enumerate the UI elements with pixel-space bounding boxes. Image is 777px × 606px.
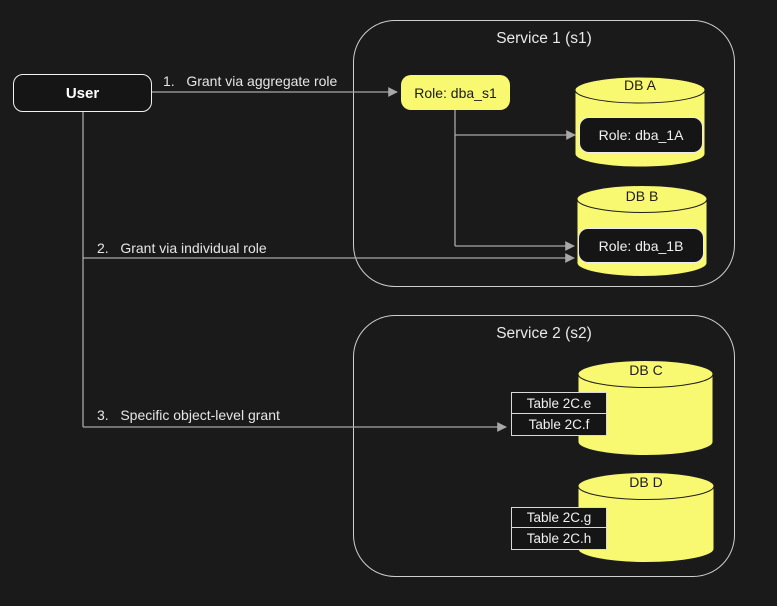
edge-label-1: 1. Grant via aggregate role — [163, 73, 338, 89]
table-2ce-node: Table 2C.e — [511, 392, 607, 414]
aggregate-role-label: Role: dba_s1 — [414, 84, 497, 101]
edge-label-3: 3. Specific object-level grant — [97, 407, 280, 423]
db-a-label: DB A — [624, 77, 656, 93]
table-2ch-node: Table 2C.h — [511, 527, 607, 550]
service1-title: Service 1 (s1) — [496, 30, 592, 47]
db-c-label: DB C — [629, 362, 663, 378]
role-dba-1a-label: Role: dba_1A — [598, 127, 684, 143]
table-2cf-node: Table 2C.f — [511, 413, 607, 436]
role-dba-1b-node: Role: dba_1B — [578, 228, 704, 263]
table-2cg-node: Table 2C.g — [511, 507, 607, 528]
service2-title: Service 2 (s2) — [496, 325, 592, 342]
role-dba-1b-label: Role: dba_1B — [598, 237, 684, 254]
role-dba-1a-node: Role: dba_1A — [579, 117, 703, 153]
service2-group: Service 2 (s2) — [353, 315, 735, 577]
aggregate-role-node: Role: dba_s1 — [401, 75, 510, 110]
db-d-label: DB D — [629, 474, 663, 490]
user-node: User — [13, 74, 152, 112]
db-b-label: DB B — [625, 188, 659, 204]
service1-group: Service 1 (s1) — [353, 20, 735, 287]
user-node-label: User — [65, 84, 100, 102]
edge-label-2: 2. Grant via individual role — [97, 240, 267, 256]
